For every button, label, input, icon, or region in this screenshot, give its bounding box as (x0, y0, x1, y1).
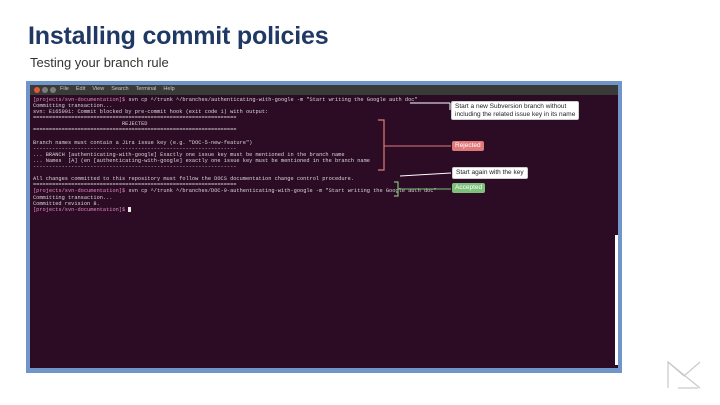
terminal-line: Committing transaction... (33, 103, 615, 109)
terminal-cursor (128, 206, 132, 212)
terminal-line-text: ========================================… (33, 127, 237, 134)
menu-item-terminal[interactable]: Terminal (135, 86, 157, 92)
callout-start-branch: Start a new Subversion branch without in… (451, 101, 580, 120)
callout-start-again-text: Start again with the key (456, 169, 524, 176)
menu-item-file[interactable]: File (60, 86, 69, 92)
slide-subtitle: Testing your branch rule (30, 55, 169, 70)
menu-item-help[interactable]: Help (163, 86, 175, 92)
terminal-line-text: svn cp ^/trunk ^/branches/DOC-9-authenti… (125, 188, 437, 195)
terminal-line: ----------------------------------------… (33, 146, 615, 152)
terminal-line: Branch names must contain a Jira issue k… (33, 140, 615, 146)
terminal-line-text: Committing transaction... (33, 103, 113, 110)
callout-rejected: Rejected (452, 141, 484, 151)
terminal-line: Committing transaction... (33, 195, 615, 201)
callout-accepted-text: Accepted (455, 184, 483, 191)
terminal-line-text: Committing transaction... (33, 194, 113, 201)
scrollbar[interactable] (615, 235, 618, 365)
callout-accepted: Accepted (452, 183, 486, 193)
window-close-button[interactable] (34, 87, 40, 93)
terminal-line-text: svn cp ^/trunk ^/branches/authenticating… (125, 97, 418, 103)
screenshot-frame: File Edit View Search Terminal Help [pro… (26, 81, 622, 373)
window-maximize-button[interactable] (50, 87, 56, 93)
terminal-line-text: ----------------------------------------… (33, 145, 237, 152)
terminal-line: Committed revision 8. (33, 201, 615, 207)
terminal-line-text: svn: E165001: Commit blocked by pre-comm… (33, 109, 269, 116)
terminal-line: ----------------------------------------… (33, 164, 615, 170)
window-titlebar: File Edit View Search Terminal Help (30, 85, 618, 95)
callout-start-again: Start again with the key (452, 167, 528, 179)
terminal-line-text: Committed revision 8. (33, 200, 100, 207)
terminal-prompt: [projects/svn-documentation]$ (33, 97, 126, 103)
terminal-line: All changes committed to this repository… (33, 176, 615, 182)
terminal-line-text: All changes committed to this repository… (33, 176, 355, 183)
terminal-line: ========================================… (33, 182, 615, 188)
terminal-line: ========================================… (33, 115, 615, 121)
terminal-line: svn: E165001: Commit blocked by pre-comm… (33, 109, 615, 115)
window-minimize-button[interactable] (42, 87, 48, 93)
terminal-line: ... Names [A] (en [authenticating-with-g… (33, 158, 615, 164)
terminal-prompt: [projects/svn-documentation]$ (33, 188, 126, 195)
terminal-line: ========================================… (33, 127, 615, 133)
brand-mark-icon (667, 360, 701, 389)
terminal-line-text: ... Names [A] (en [authenticating-with-g… (33, 157, 370, 164)
menu-item-edit[interactable]: Edit (75, 86, 86, 92)
terminal-line-text: ========================================… (33, 182, 237, 189)
callout-start-branch-text: Start a new Subversion branch without in… (455, 103, 576, 118)
terminal-line-text: ========================================… (33, 115, 237, 122)
terminal-window: File Edit View Search Terminal Help [pro… (30, 85, 618, 368)
menu-item-search[interactable]: Search (111, 86, 129, 92)
terminal-line: ... BRANCH [authenticating-with-google] … (33, 152, 615, 158)
terminal-line: [projects/svn-documentation]$ svn cp ^/t… (33, 97, 615, 103)
terminal-line-text: ----------------------------------------… (33, 164, 237, 171)
terminal-line-text: REJECTED (33, 121, 148, 128)
menu-bar: File Edit View Search Terminal Help (60, 86, 175, 92)
terminal-line-text: Branch names must contain a Jira issue k… (33, 139, 253, 146)
menu-item-view[interactable]: View (92, 86, 105, 92)
terminal-prompt: [projects/svn-documentation]$ (33, 206, 126, 213)
callout-rejected-text: Rejected (455, 142, 481, 149)
terminal-output[interactable]: [projects/svn-documentation]$ svn cp ^/t… (33, 97, 615, 213)
terminal-line: [projects/svn-documentation]$ (33, 207, 615, 213)
terminal-line-text: ... BRANCH [authenticating-with-google] … (33, 151, 345, 158)
slide-title: Installing commit policies (28, 22, 329, 50)
terminal-line: REJECTED (33, 121, 615, 127)
terminal-line: [projects/svn-documentation]$ svn cp ^/t… (33, 188, 615, 194)
